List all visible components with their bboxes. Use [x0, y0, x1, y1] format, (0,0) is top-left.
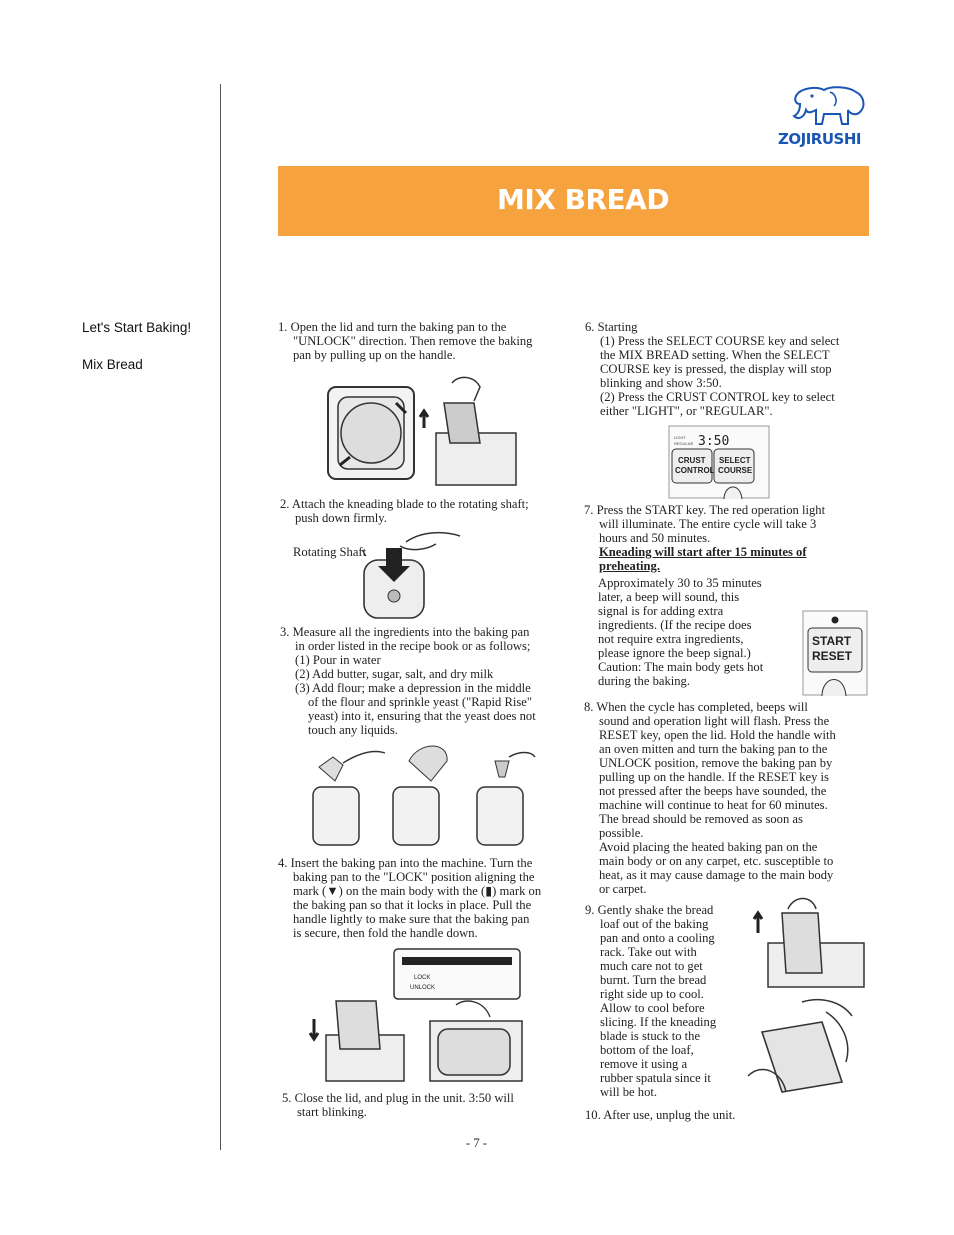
select-course-key-top: SELECT: [719, 456, 751, 465]
brand-logo: ZOJIRUSHI: [778, 84, 870, 150]
reset-key-label: RESET: [812, 649, 853, 663]
step-9: 9. Gently shake the bread loaf out of th…: [585, 903, 717, 1099]
display-readout: 3:50: [698, 434, 729, 449]
sidebar-item-mix-bread[interactable]: Mix Bread: [82, 357, 143, 372]
step-2-illustration: [356, 526, 468, 622]
step-10: 10. After use, unplug the unit.: [585, 1108, 736, 1122]
step-5: 5. Close the lid, and plug in the unit. …: [282, 1091, 514, 1119]
regular-label: REGULAR: [674, 441, 693, 446]
margin-rule: [220, 84, 221, 1150]
page-number: - 7 -: [466, 1136, 487, 1150]
crust-control-key-bottom: CONTROL: [675, 466, 715, 475]
rotating-shaft-callout: Rotating Shaft: [293, 545, 367, 559]
start-reset-illustration: START RESET: [802, 610, 868, 696]
start-key-label: START: [812, 634, 852, 648]
step-6: 6. Starting (1) Press the SELECT COURSE …: [585, 320, 840, 418]
control-panel-illustration: LIGHT REGULAR 3:50 CRUST CONTROL SELECT …: [668, 425, 770, 499]
select-course-key-bottom: COURSE: [718, 466, 753, 475]
unlock-label: UNLOCK: [410, 985, 435, 991]
crust-control-key-top: CRUST: [678, 456, 706, 465]
step-1: 1. Open the lid and turn the baking pan …: [278, 320, 533, 362]
step-2: 2. Attach the kneading blade to the rota…: [280, 497, 529, 525]
light-label: LIGHT: [674, 435, 686, 440]
step-3-illustration: [299, 737, 537, 849]
elephant-icon: [792, 86, 865, 125]
step-7: 7. Press the START key. The red operatio…: [584, 503, 826, 573]
step-1-illustration: [324, 373, 522, 488]
brand-name: ZOJIRUSHI: [778, 130, 861, 148]
step-7-continued: Approximately 30 to 35 minutes later, a …: [598, 576, 764, 688]
step-3: 3. Measure all the ingredients into the …: [280, 625, 536, 737]
step-9-illustration-shake: [742, 992, 868, 1102]
title-banner: MIX BREAD: [278, 166, 869, 236]
step-4: 4. Insert the baking pan into the machin…: [278, 856, 542, 940]
step-9-illustration-remove: [748, 893, 868, 989]
step-4-illustration: LOCK UNLOCK: [306, 945, 526, 1085]
step-8: 8. When the cycle has completed, beeps w…: [584, 700, 836, 896]
sidebar-item-lets-start-baking[interactable]: Let's Start Baking!: [82, 320, 192, 335]
lock-label: LOCK: [414, 975, 430, 981]
page-title: MIX BREAD: [497, 183, 670, 216]
